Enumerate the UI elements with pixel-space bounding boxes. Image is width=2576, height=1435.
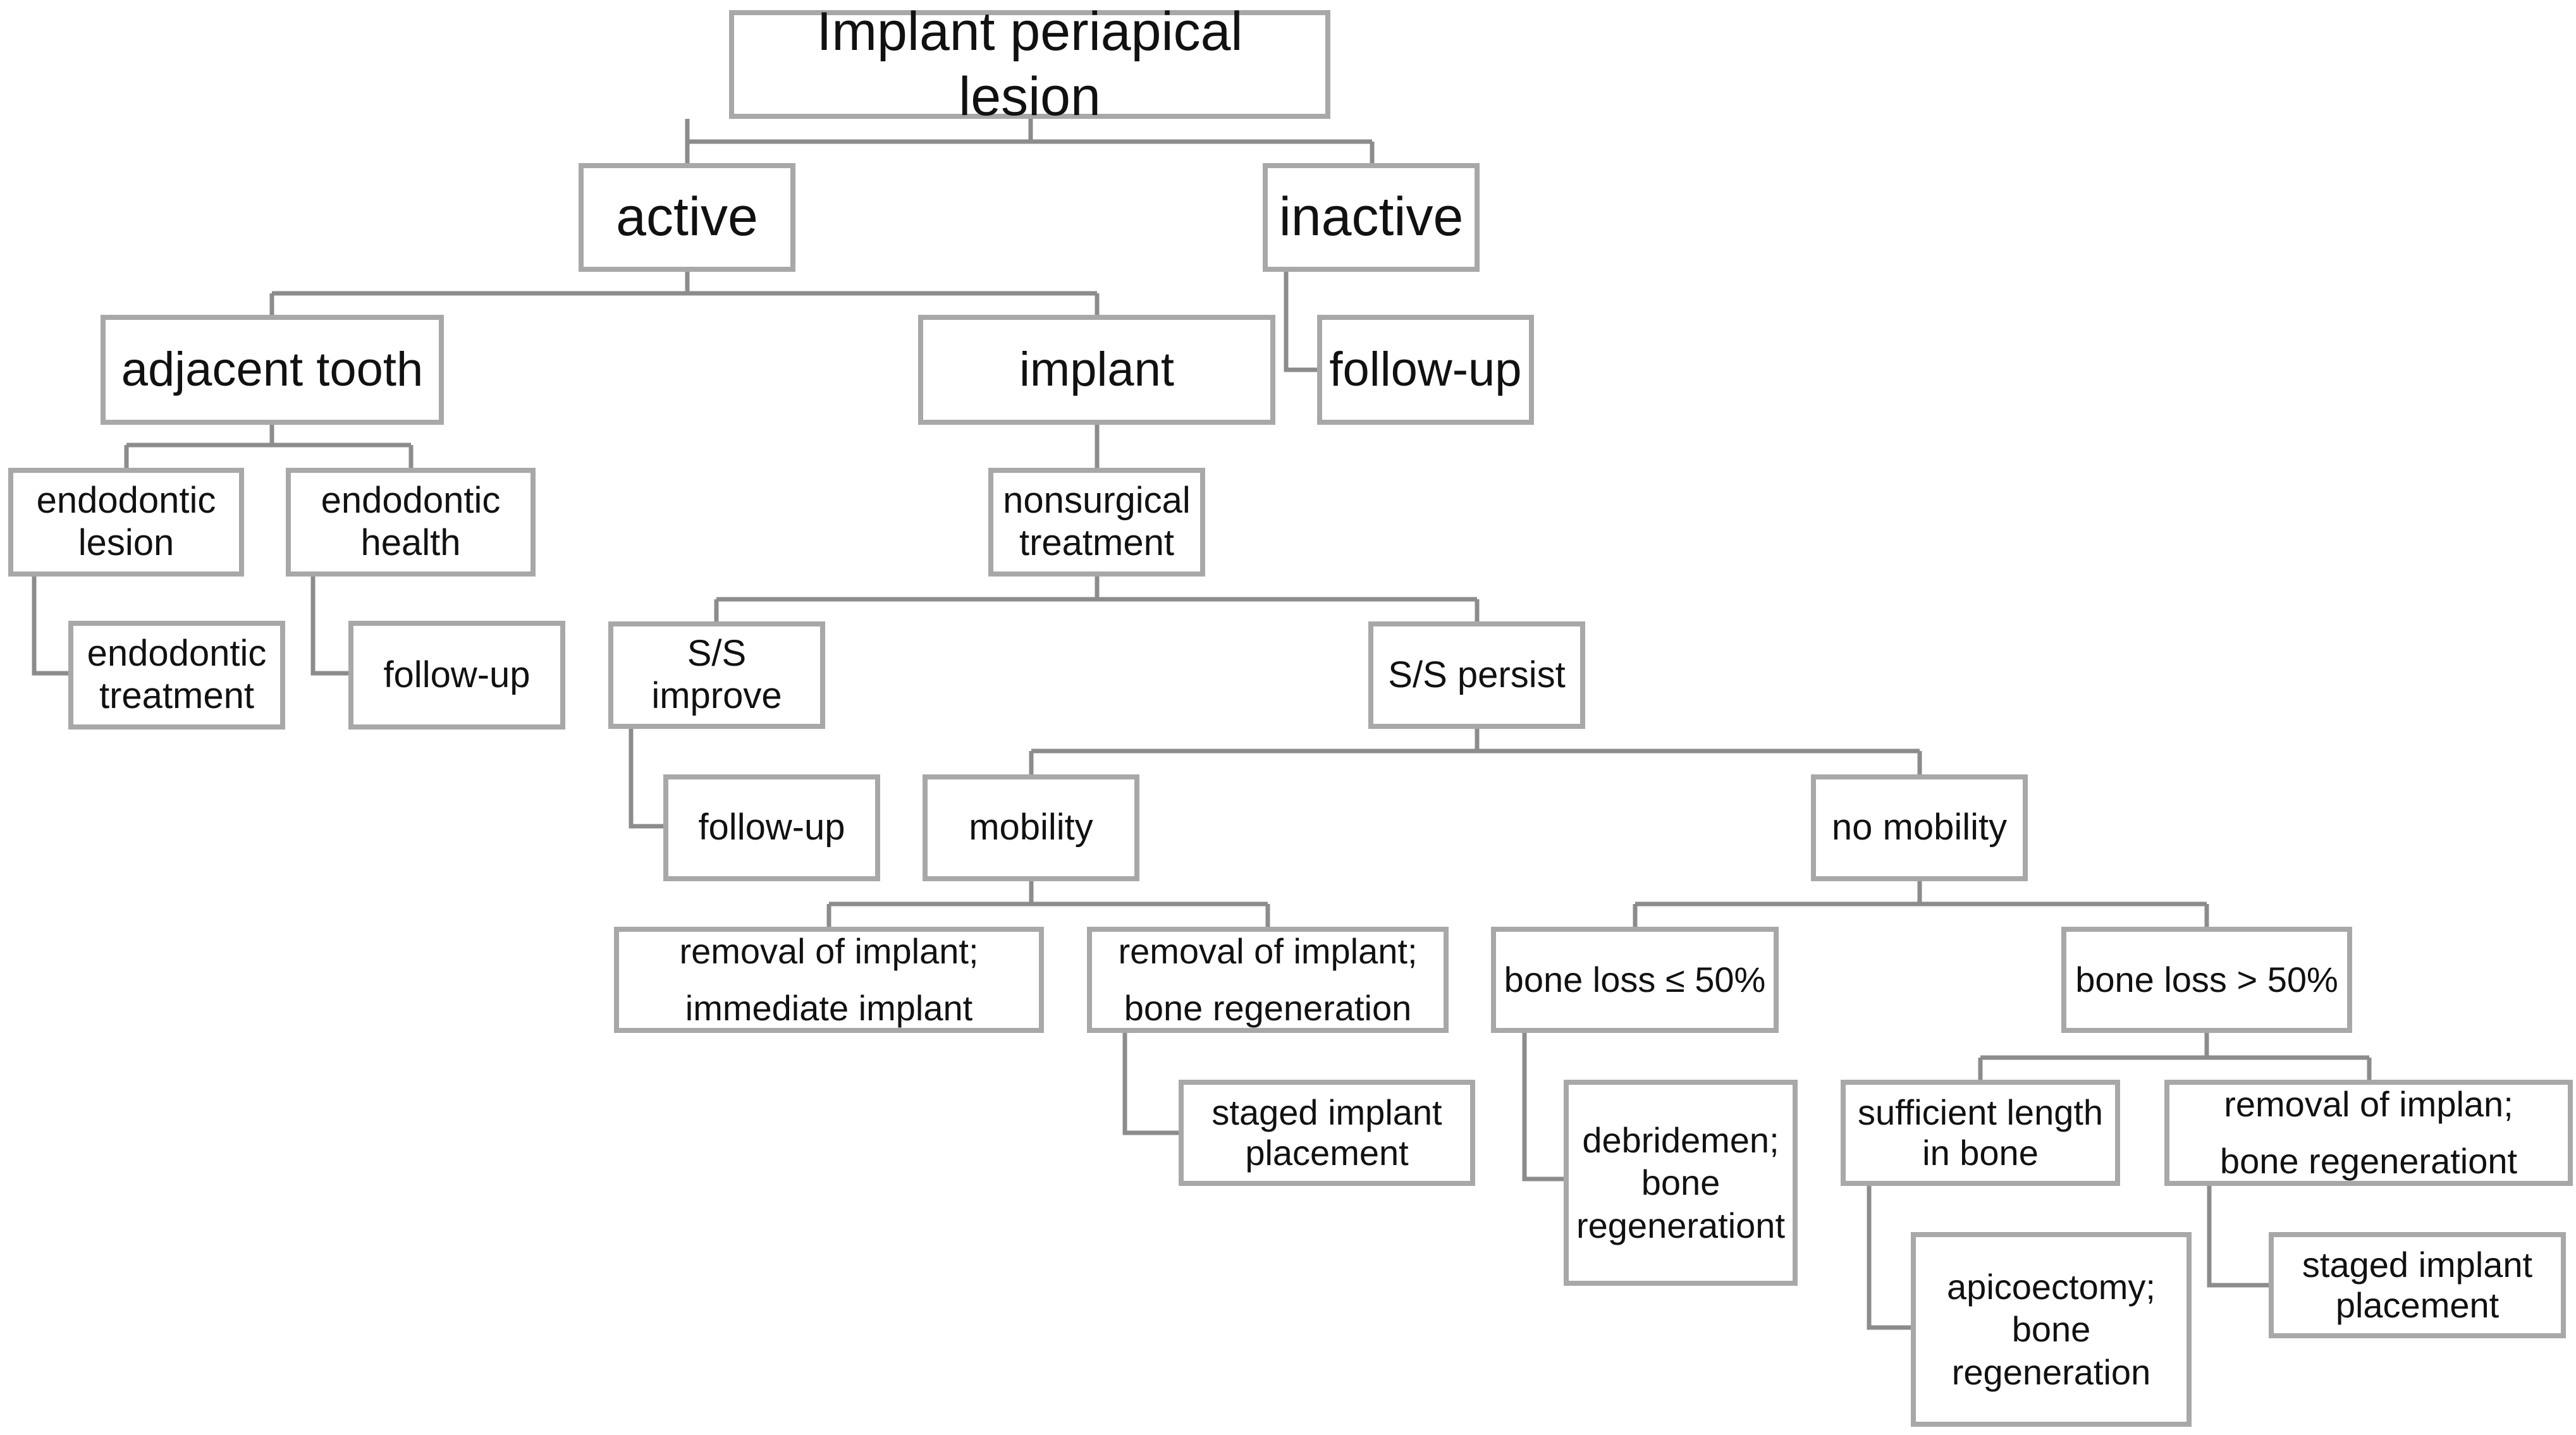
node-ss-improve-label: S/S improve xyxy=(651,633,782,716)
node-sufficient-length: sufficient length in bone xyxy=(1841,1080,2120,1186)
node-endodontic-health-label: endodontic health xyxy=(321,480,501,563)
node-improve-followup-label: follow-up xyxy=(698,807,845,848)
node-endodontic-health: endodontic health xyxy=(286,468,536,577)
connector-health-followup xyxy=(310,577,348,676)
node-endodontic-lesion: endodontic lesion xyxy=(8,468,244,577)
node-bone-loss-low: bone loss ≤ 50% xyxy=(1491,927,1779,1033)
connector-low-debridement xyxy=(1522,1033,1564,1182)
node-adjacent-tooth-label: adjacent tooth xyxy=(121,343,424,397)
node-adjacent-tooth: adjacent tooth xyxy=(101,315,444,425)
node-implant-label: implant xyxy=(1019,343,1174,397)
node-removal-implan-regeneration: removal of implan; bone regenerationt xyxy=(2164,1080,2573,1186)
node-removal-bone-regeneration: removal of implant; bone regeneration xyxy=(1087,927,1449,1033)
node-removal-implan-regeneration-label: removal of implan; bone regenerationt xyxy=(2219,1084,2518,1181)
connector-improve-followup xyxy=(629,729,663,829)
connector-length-apico xyxy=(1867,1186,1911,1330)
connector-regen-staged xyxy=(1122,1033,1179,1135)
node-ss-persist: S/S persist xyxy=(1368,621,1585,729)
node-nonsurgical-treatment: nonsurgical treatment xyxy=(988,468,1205,577)
node-removal-immediate: removal of implant; immediate implant xyxy=(614,927,1044,1033)
node-endodontic-lesion-label: endodontic lesion xyxy=(36,480,216,563)
node-mobility: mobility xyxy=(923,774,1139,881)
node-nonsurgical-treatment-label: nonsurgical treatment xyxy=(1003,480,1191,563)
node-inactive-followup-label: follow-up xyxy=(1329,343,1522,397)
node-bone-loss-high: bone loss > 50% xyxy=(2061,927,2352,1033)
connector-removal-staged xyxy=(2207,1186,2269,1288)
node-staged-placement-2-label: staged implant placement xyxy=(2302,1244,2533,1325)
node-removal-bone-regeneration-label: removal of implant; bone regeneration xyxy=(1118,931,1418,1028)
node-mobility-label: mobility xyxy=(969,807,1093,848)
connector-lesion-treatment xyxy=(32,577,68,676)
node-health-followup-label: follow-up xyxy=(383,654,531,695)
node-ss-improve: S/S improve xyxy=(608,621,825,729)
node-inactive-followup: follow-up xyxy=(1317,315,1534,425)
node-active-label: active xyxy=(616,186,758,248)
connector-inactive-followup xyxy=(1284,272,1317,372)
node-apicoectomy-label: apicoectomy; bone regeneration xyxy=(1947,1267,2156,1392)
node-root: Implant periapical lesion xyxy=(729,1,1330,127)
node-root-label: Implant periapical lesion xyxy=(816,1,1243,127)
node-staged-placement-2: staged implant placement xyxy=(2269,1232,2566,1338)
node-staged-placement-1: staged implant placement xyxy=(1179,1080,1475,1186)
node-inactive: inactive xyxy=(1263,163,1480,272)
node-implant: implant xyxy=(918,315,1275,425)
node-removal-immediate-label: removal of implant; immediate implant xyxy=(679,931,979,1028)
node-inactive-label: inactive xyxy=(1279,186,1464,248)
node-staged-placement-1-label: staged implant placement xyxy=(1211,1092,1442,1173)
node-bone-loss-low-label: bone loss ≤ 50% xyxy=(1504,959,1766,999)
node-endodontic-treatment-label: endodontic treatment xyxy=(87,633,267,716)
node-no-mobility: no mobility xyxy=(1811,774,2028,881)
node-no-mobility-label: no mobility xyxy=(1831,807,2008,848)
node-sufficient-length-label: sufficient length in bone xyxy=(1857,1092,2104,1173)
node-improve-followup: follow-up xyxy=(663,774,880,881)
node-apicoectomy: apicoectomy; bone regeneration xyxy=(1911,1232,2192,1427)
node-endodontic-treatment: endodontic treatment xyxy=(68,621,285,730)
node-debridement: debridemen; bone regenerationt xyxy=(1564,1080,1798,1286)
node-ss-persist-label: S/S persist xyxy=(1388,654,1566,695)
node-debridement-label: debridemen; bone regenerationt xyxy=(1576,1120,1785,1245)
node-bone-loss-high-label: bone loss > 50% xyxy=(2075,959,2338,999)
node-active: active xyxy=(579,163,795,272)
node-health-followup: follow-up xyxy=(348,621,565,730)
